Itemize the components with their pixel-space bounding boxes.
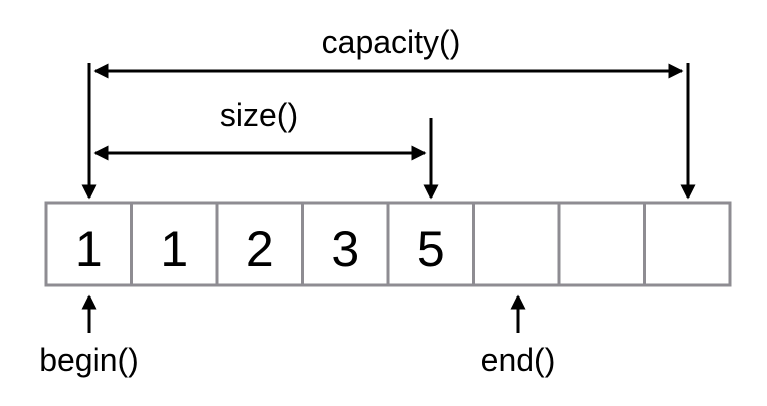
array-cell: 1 xyxy=(44,201,133,287)
array-cell-box xyxy=(557,201,646,287)
array-cell: 5 xyxy=(386,201,475,287)
array-cell-box xyxy=(643,201,732,287)
array-cell-value: 5 xyxy=(417,221,445,277)
size-label: size() xyxy=(220,97,298,133)
array-cell-box xyxy=(130,201,219,287)
array-cell: 1 xyxy=(130,201,219,287)
array-cell: 3 xyxy=(301,201,390,287)
end-label: end() xyxy=(481,342,556,378)
size-span: size() xyxy=(93,97,439,200)
capacity-span: capacity() xyxy=(81,24,696,200)
array-cell-box xyxy=(215,201,304,287)
array-cell: 2 xyxy=(215,201,304,287)
array-cells: 1 1 2 3 5 xyxy=(44,201,732,287)
begin-pointer: begin() xyxy=(39,294,139,378)
array-cell-value: 1 xyxy=(160,221,188,277)
array-cell-value: 1 xyxy=(75,221,103,277)
array-cell-value: 2 xyxy=(246,221,274,277)
array-cell xyxy=(472,201,561,287)
end-pointer: end() xyxy=(481,294,556,378)
capacity-label: capacity() xyxy=(322,24,461,60)
array-cell xyxy=(643,201,732,287)
array-cell-value: 3 xyxy=(331,221,359,277)
array-cell xyxy=(557,201,646,287)
array-cell-box xyxy=(386,201,475,287)
array-cell-box xyxy=(44,201,133,287)
begin-label: begin() xyxy=(39,342,139,378)
array-cell-box xyxy=(472,201,561,287)
